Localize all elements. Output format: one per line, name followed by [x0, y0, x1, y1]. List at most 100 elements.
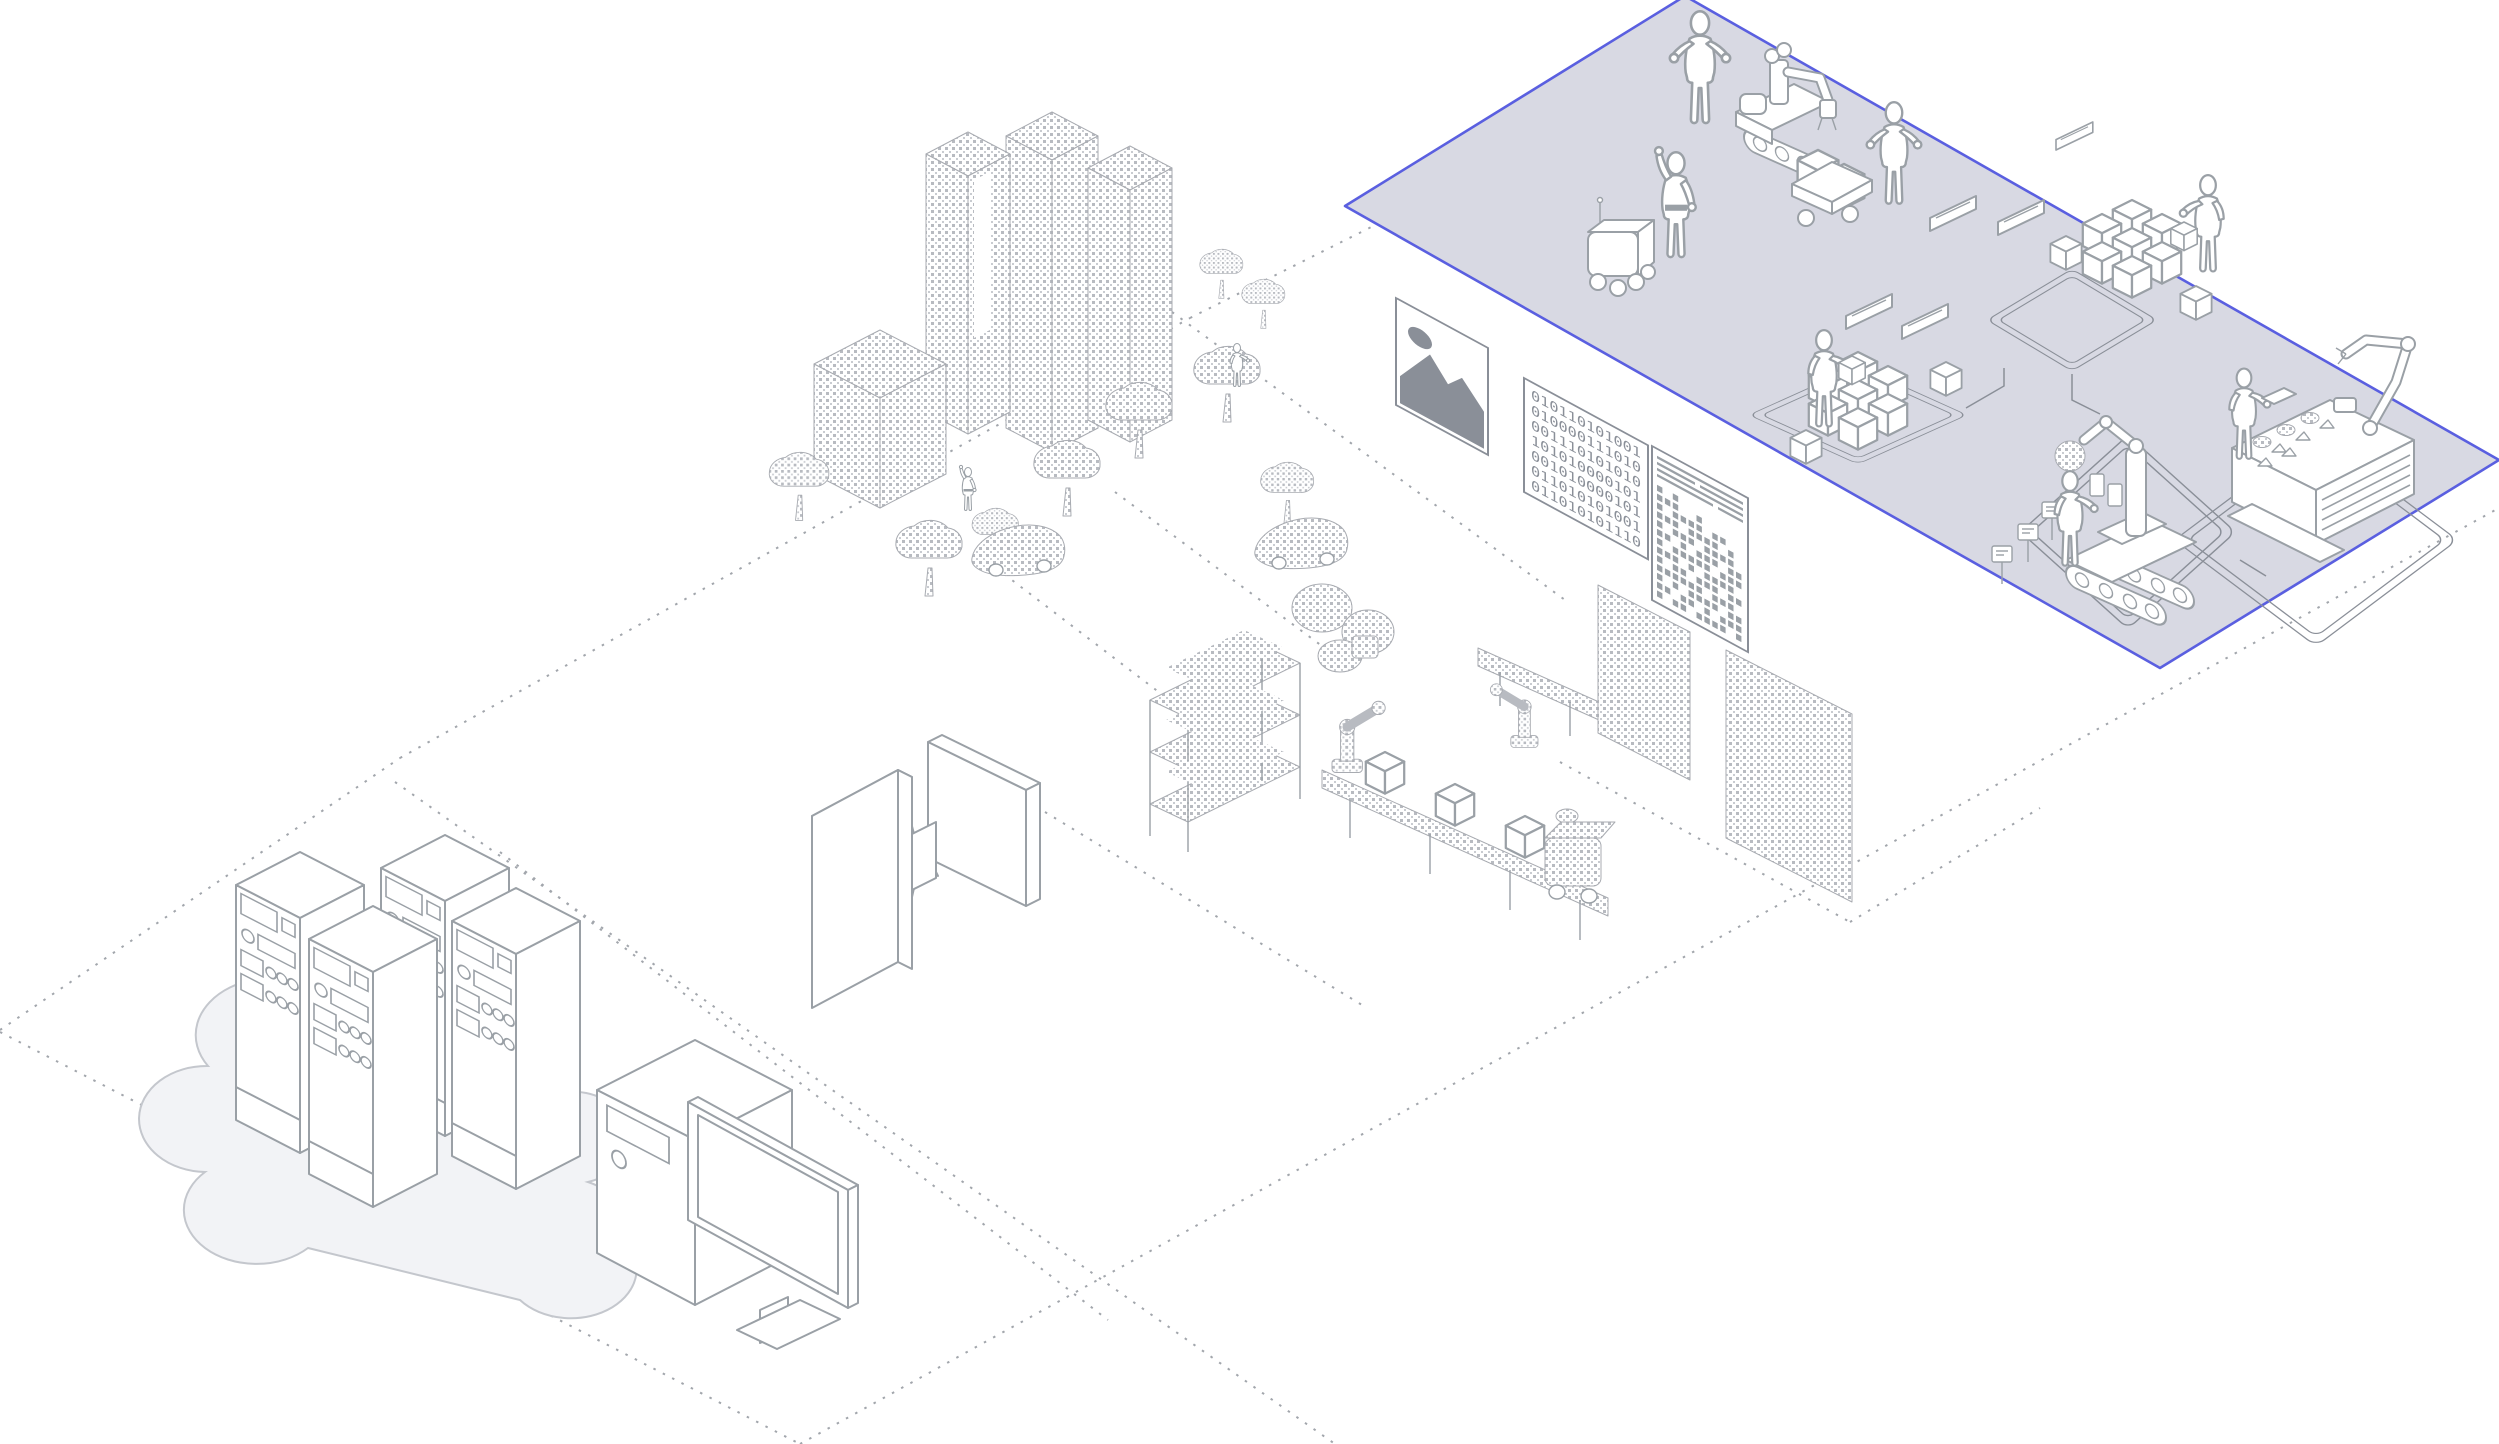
heatmap-cell — [1672, 546, 1679, 556]
heatmap-cell — [1688, 581, 1694, 591]
heatmap-cell — [1712, 620, 1718, 630]
heatmap-cell — [1736, 571, 1742, 581]
tree-icon — [1241, 278, 1286, 329]
heatmap-cell — [1672, 554, 1679, 564]
heatmap-grid-icon — [1651, 444, 1749, 654]
shelving-rack-icon — [1149, 630, 1301, 852]
heatmap-cell — [1696, 611, 1702, 621]
heatmap-cell — [1680, 594, 1687, 604]
heatmap-cell — [1680, 515, 1687, 525]
heatmap-cell — [1704, 545, 1710, 555]
ramp-plate-icon — [2055, 121, 2094, 151]
heatmap-cell — [1664, 497, 1671, 507]
heatmap-cell — [1704, 572, 1710, 581]
heatmap-cell — [1657, 493, 1663, 503]
wall-segment — [1725, 649, 1853, 903]
heatmap-cell — [1688, 528, 1694, 538]
heatmap-cell — [1657, 502, 1663, 512]
heatmap-cell — [1704, 607, 1710, 617]
heatmap-cell — [1712, 558, 1718, 568]
tree-icon — [1260, 461, 1315, 524]
workstation-stage — [596, 1039, 859, 1350]
heatmap-cell — [1696, 532, 1702, 542]
tree-icon — [1193, 345, 1261, 423]
robotics-floor-plane — [1343, 0, 2499, 670]
binary-data-icon: 010110101001 010000111010 001110101010 1… — [1523, 376, 1649, 561]
heatmap-cell — [1672, 493, 1679, 503]
pedestrian-icon — [958, 464, 977, 511]
heatmap-cell — [1696, 594, 1702, 604]
heatmap-cell — [1672, 563, 1679, 573]
highlighted-plane — [1343, 0, 2499, 670]
heatmap-cell — [1728, 584, 1734, 594]
robot-arm-pointcloud-icon — [1490, 684, 1538, 748]
heatmap-cell — [1688, 589, 1694, 599]
heatmap-cell — [1712, 585, 1718, 595]
camera-frustum-icon — [811, 734, 1041, 1009]
heatmap-cell — [1672, 528, 1679, 538]
heatmap-cell — [1672, 519, 1679, 529]
heatmap-cell — [1688, 563, 1694, 573]
heatmap-cell — [1696, 585, 1702, 595]
pointcloud-blobs — [1291, 583, 1395, 673]
heatmap-cell — [1657, 511, 1663, 521]
city-low-building — [813, 329, 947, 509]
heatmap-cell — [1720, 580, 1726, 590]
heatmap-cell — [1704, 598, 1710, 608]
heatmap-cell — [1672, 581, 1679, 591]
pointcloud-warehouse — [1149, 517, 1853, 940]
monitor-icon — [687, 1096, 859, 1350]
box-cart-robot — [1791, 148, 1873, 227]
heatmap-cell — [1657, 484, 1663, 494]
laptop-icon — [2261, 387, 2297, 405]
heatmap-cell — [1672, 502, 1679, 512]
car-pointcloud-icon — [1254, 517, 1349, 570]
image-icon — [1395, 296, 1489, 457]
heatmap-cell — [1680, 532, 1687, 542]
carried-box — [1838, 355, 1866, 386]
heatmap-header-lines — [1657, 455, 1743, 524]
heatmap-cell — [1728, 549, 1734, 559]
gripped-disc — [2054, 440, 2086, 472]
heatmap-cell — [1736, 633, 1742, 643]
heatmap-cell — [1657, 590, 1663, 600]
heatmap-cell — [1688, 537, 1694, 547]
heatmap-cell — [1657, 537, 1663, 547]
conveyor-belt-icon — [1321, 750, 1609, 940]
heatmap-cell — [1712, 593, 1718, 603]
machine-base — [2227, 503, 2345, 563]
heatmap-cell — [1736, 598, 1742, 607]
heatmap-cell — [1704, 563, 1710, 573]
tree-icon — [1033, 439, 1101, 517]
cloud-compute-stage — [138, 834, 638, 1320]
heatmap-cell — [1728, 620, 1734, 630]
heatmap-cell — [1664, 550, 1671, 560]
heatmap-cell — [1712, 532, 1718, 542]
city-tower-right — [1087, 145, 1173, 443]
heatmap-cell — [1704, 536, 1710, 546]
heatmap-cell — [1657, 546, 1663, 556]
heatmap-cell — [1720, 536, 1726, 546]
heatmap-cell — [1720, 598, 1726, 608]
heatmap-cell — [1728, 593, 1734, 603]
heatmap-cell — [1736, 615, 1742, 625]
heatmap-cell — [1657, 528, 1663, 538]
heatmap-cell — [1657, 555, 1663, 565]
heatmap-cell — [1680, 567, 1687, 577]
heatmap-cell — [1657, 572, 1663, 582]
heatmap-cell — [1720, 571, 1726, 581]
wall-segment — [1597, 584, 1691, 781]
city-tower-back — [1005, 111, 1099, 453]
heatmap-cell — [1657, 519, 1663, 529]
heatmap-cell — [1736, 580, 1742, 590]
heatmap-cell — [1720, 554, 1726, 564]
heatmap-cell — [1720, 615, 1726, 625]
machine-parts — [2252, 397, 2357, 467]
heatmap-cell — [1696, 576, 1702, 586]
heatmap-cell — [1704, 616, 1710, 625]
heatmap-cell — [1736, 624, 1742, 634]
heatmap-cell — [1680, 576, 1687, 586]
heatmap-cell — [1664, 533, 1671, 542]
